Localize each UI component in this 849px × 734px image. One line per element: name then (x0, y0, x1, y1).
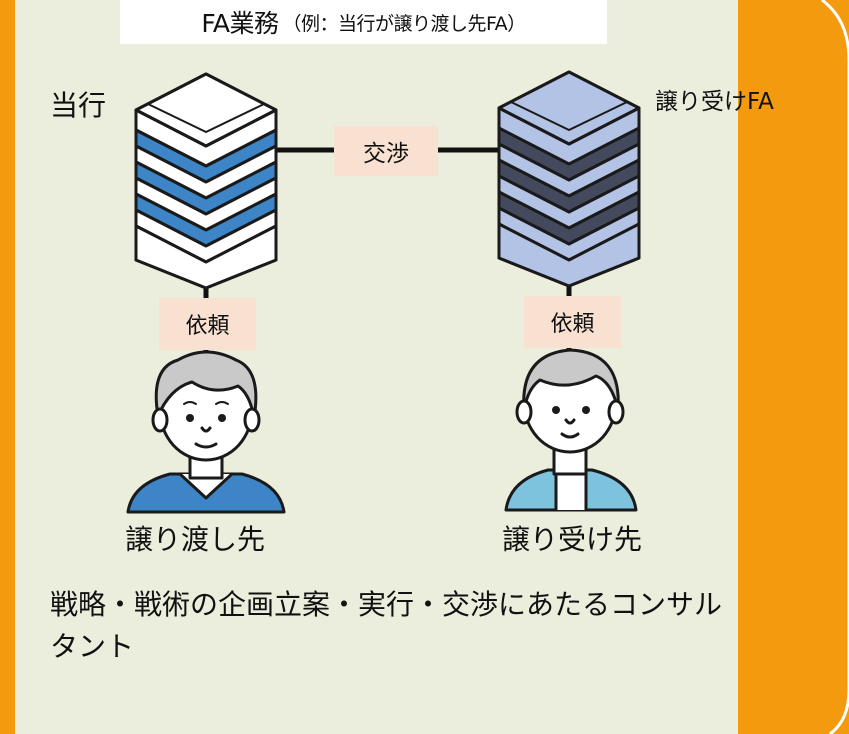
request-tag-right: 依頼 (524, 296, 621, 348)
seller-person-icon (126, 350, 286, 514)
fa-server-icon (497, 70, 641, 288)
title-main: FA業務 (201, 9, 279, 38)
seller-label: 譲り渡し先 (125, 523, 266, 556)
bank-label: 当行 (50, 89, 107, 122)
bank-server-icon (134, 72, 278, 290)
negotiation-tag: 交渉 (334, 126, 438, 176)
title-box: FA業務 （例：当行が譲り渡し先FA） (120, 0, 607, 44)
buyer-person-icon (504, 348, 638, 512)
title-sub: （例：当行が譲り渡し先FA） (282, 12, 527, 35)
description-text: 戦略・戦術の企画立案・実行・交渉にあたるコンサルタント (50, 588, 723, 663)
buyer-fa-label: 譲り受けFA (655, 89, 774, 115)
buyer-label: 譲り受け先 (502, 523, 643, 556)
request-tag-left: 依頼 (159, 298, 256, 350)
